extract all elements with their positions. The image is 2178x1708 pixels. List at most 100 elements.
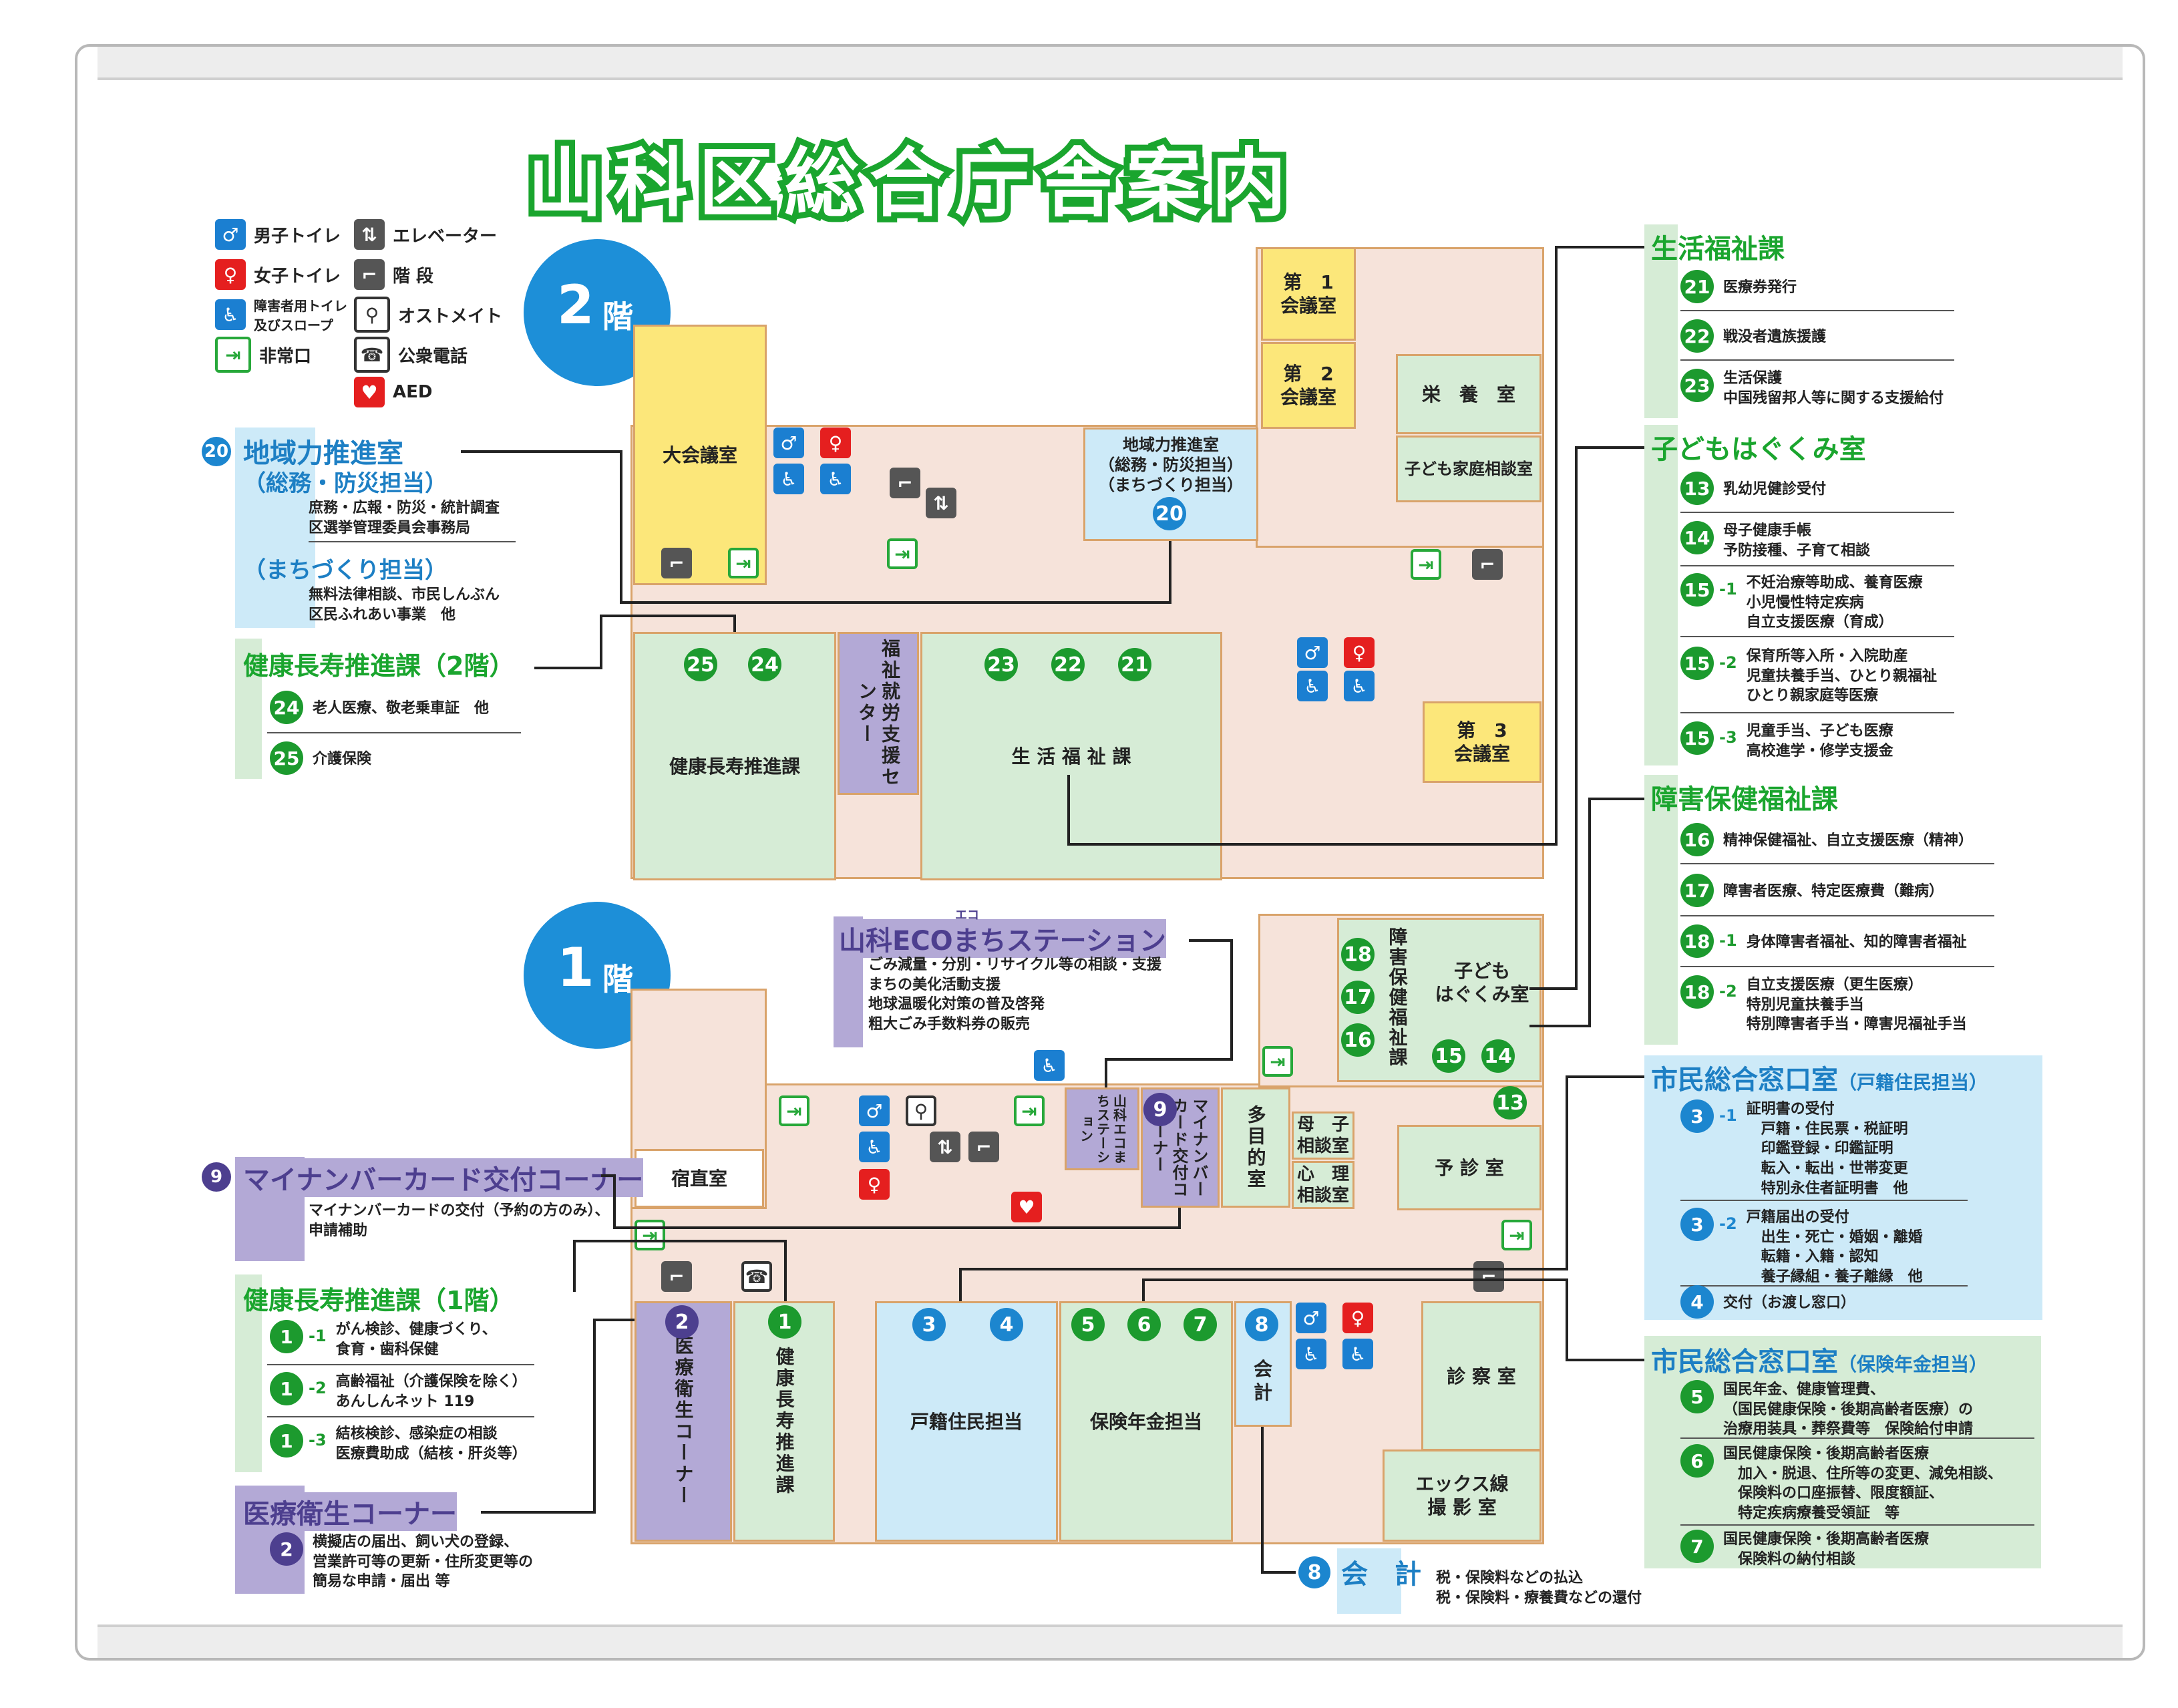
- badge-15: 15: [1432, 1039, 1465, 1073]
- room-shinsatsu[interactable]: 診 察 室: [1421, 1301, 1541, 1451]
- emergency-exit-icon: ⇥: [215, 337, 251, 373]
- elevator-icon: ⇅: [930, 1132, 960, 1162]
- room-kodomo-soudanshitsu[interactable]: 子ども家庭相談室: [1396, 436, 1541, 502]
- room-iryo-eisei[interactable]: 医療衛生コーナー: [634, 1301, 732, 1542]
- room-koseki-jumin[interactable]: 戸籍住民担当: [875, 1301, 1058, 1542]
- room-eiyoshitsu[interactable]: 栄 養 室: [1396, 354, 1541, 434]
- kaikei-title: 会 計: [1341, 1559, 1421, 1590]
- divider: [1680, 712, 1954, 713]
- badge-4: 4: [990, 1308, 1023, 1341]
- badge-25: 25: [684, 648, 717, 681]
- badge-9: 9: [202, 1162, 231, 1192]
- mynumber-desc: マイナンバーカードの交付（予約の方のみ）、 申請補助: [309, 1202, 610, 1239]
- wheelchair-icon: ♿: [820, 464, 851, 494]
- stairs-icon: ⌐: [1473, 1261, 1504, 1292]
- badge-2: 2: [665, 1305, 699, 1339]
- leader-hoken: [1142, 1278, 1644, 1361]
- shogai-panel-bg: [1644, 775, 1678, 1045]
- room-dai1-kaigishitsu[interactable]: 第 1 会議室: [1261, 247, 1356, 341]
- wheelchair-icon: ♿: [859, 1132, 890, 1162]
- womens-toilet-icon: ♀: [215, 259, 246, 290]
- badge-13: 13: [1493, 1086, 1527, 1120]
- badge-22: 22: [1051, 648, 1085, 681]
- room-dai3-kaigishitsu[interactable]: 第 3 会議室: [1423, 701, 1541, 783]
- legend-elevator: ⇅エレベーター: [354, 218, 497, 251]
- chiiki-desc1: 庶務・広報・防災・統計調査 区選挙管理委員会事務局: [309, 500, 500, 536]
- room-eco-station[interactable]: 山科エコまちステーション: [1065, 1087, 1139, 1170]
- room-tamokuteki[interactable]: 多目的室: [1221, 1087, 1290, 1208]
- room-boshi-soudan[interactable]: 母 子 相談室: [1292, 1112, 1354, 1160]
- stairs-icon: ⌐: [354, 259, 385, 290]
- mens-toilet-icon: ♂: [1297, 637, 1328, 668]
- badge-1: 1: [768, 1305, 801, 1339]
- room-kenko-2f[interactable]: 健康長寿推進課: [633, 632, 836, 880]
- room-fukushi-shuro[interactable]: 福祉就労支援センター: [838, 632, 919, 795]
- badge-5: 5: [1071, 1308, 1105, 1341]
- divider: [267, 732, 521, 733]
- room-hoken-nenkin[interactable]: 保険年金担当: [1059, 1301, 1233, 1542]
- kaikei-panel-bg: [1337, 1548, 1401, 1614]
- divider: [1680, 512, 1954, 513]
- divider: [309, 541, 516, 542]
- aed-icon: ♥: [354, 377, 385, 407]
- divider: [1680, 1200, 1968, 1201]
- badge-6: 6: [1127, 1308, 1161, 1341]
- room-dai-kaigishitsu[interactable]: 大会議室: [633, 325, 767, 585]
- badge-8: 8: [1298, 1556, 1330, 1588]
- wheelchair-icon: ♿: [1344, 671, 1375, 701]
- room-shinri-soudan[interactable]: 心 理 相談室: [1292, 1161, 1354, 1209]
- badge-16: 16: [1341, 1023, 1375, 1057]
- room-mynumber[interactable]: マイナンバーカード交付コーナー: [1141, 1087, 1220, 1208]
- leader-kenko1: [573, 1240, 787, 1301]
- wheelchair-icon: ♿: [215, 299, 246, 330]
- divider: [1680, 310, 1954, 311]
- room-kodomo-hagukumi[interactable]: 子ども はぐくみ室: [1435, 960, 1529, 1005]
- legend-phone: ☎公衆電話: [354, 337, 468, 373]
- kenko1-title: 健康長寿推進課（1階）: [243, 1286, 515, 1315]
- emergency-exit-icon: ⇥: [728, 548, 759, 578]
- seikatsu-title: 生活福祉課: [1651, 234, 1785, 265]
- legend-womens-toilet: ♀女子トイレ: [215, 258, 341, 291]
- wheelchair-icon: ♿: [773, 464, 804, 494]
- room-yoshin[interactable]: 予 診 室: [1397, 1125, 1541, 1210]
- mynumber-title: マイナンバーカード交付コーナー: [243, 1158, 644, 1197]
- wheelchair-icon: ♿: [1342, 1339, 1373, 1369]
- shimin-koseki-panel-bg: [1644, 1055, 2042, 1320]
- leader-eco: [1105, 939, 1233, 1087]
- room-kenko-1f[interactable]: 健康長寿推進課: [733, 1301, 835, 1542]
- badge-8: 8: [1245, 1308, 1278, 1341]
- mens-toilet-icon: ♂: [773, 428, 804, 458]
- room-xray[interactable]: エックス線 撮 影 室: [1383, 1449, 1541, 1542]
- leader-iryo: [481, 1319, 634, 1514]
- room-shukuchoku[interactable]: 宿直室: [634, 1149, 764, 1208]
- divider: [1680, 359, 1954, 361]
- legend-mens-toilet: ♂男子トイレ: [215, 218, 341, 251]
- leader-koseki: [959, 1075, 1644, 1301]
- emergency-exit-icon: ⇥: [779, 1095, 809, 1126]
- wheelchair-icon: ♿: [1296, 1339, 1326, 1369]
- chiiki-sub1: （総務・防災担当）: [243, 470, 447, 497]
- room-dai2-kaigishitsu[interactable]: 第 2 会議室: [1261, 342, 1356, 429]
- divider: [1680, 636, 1954, 637]
- womens-toilet-icon: ♀: [1342, 1303, 1373, 1333]
- badge-23: 23: [984, 648, 1018, 681]
- legend-stairs: ⌐階 段: [354, 258, 433, 291]
- iryo-title: 医療衛生コーナー: [243, 1492, 457, 1531]
- badge-7: 7: [1184, 1308, 1217, 1341]
- room-shogai-hoken[interactable]: 障害保健福祉課: [1386, 927, 1409, 1067]
- wheelchair-icon: ♿: [1297, 671, 1328, 701]
- shogai-title: 障害保健福祉課: [1651, 784, 1838, 815]
